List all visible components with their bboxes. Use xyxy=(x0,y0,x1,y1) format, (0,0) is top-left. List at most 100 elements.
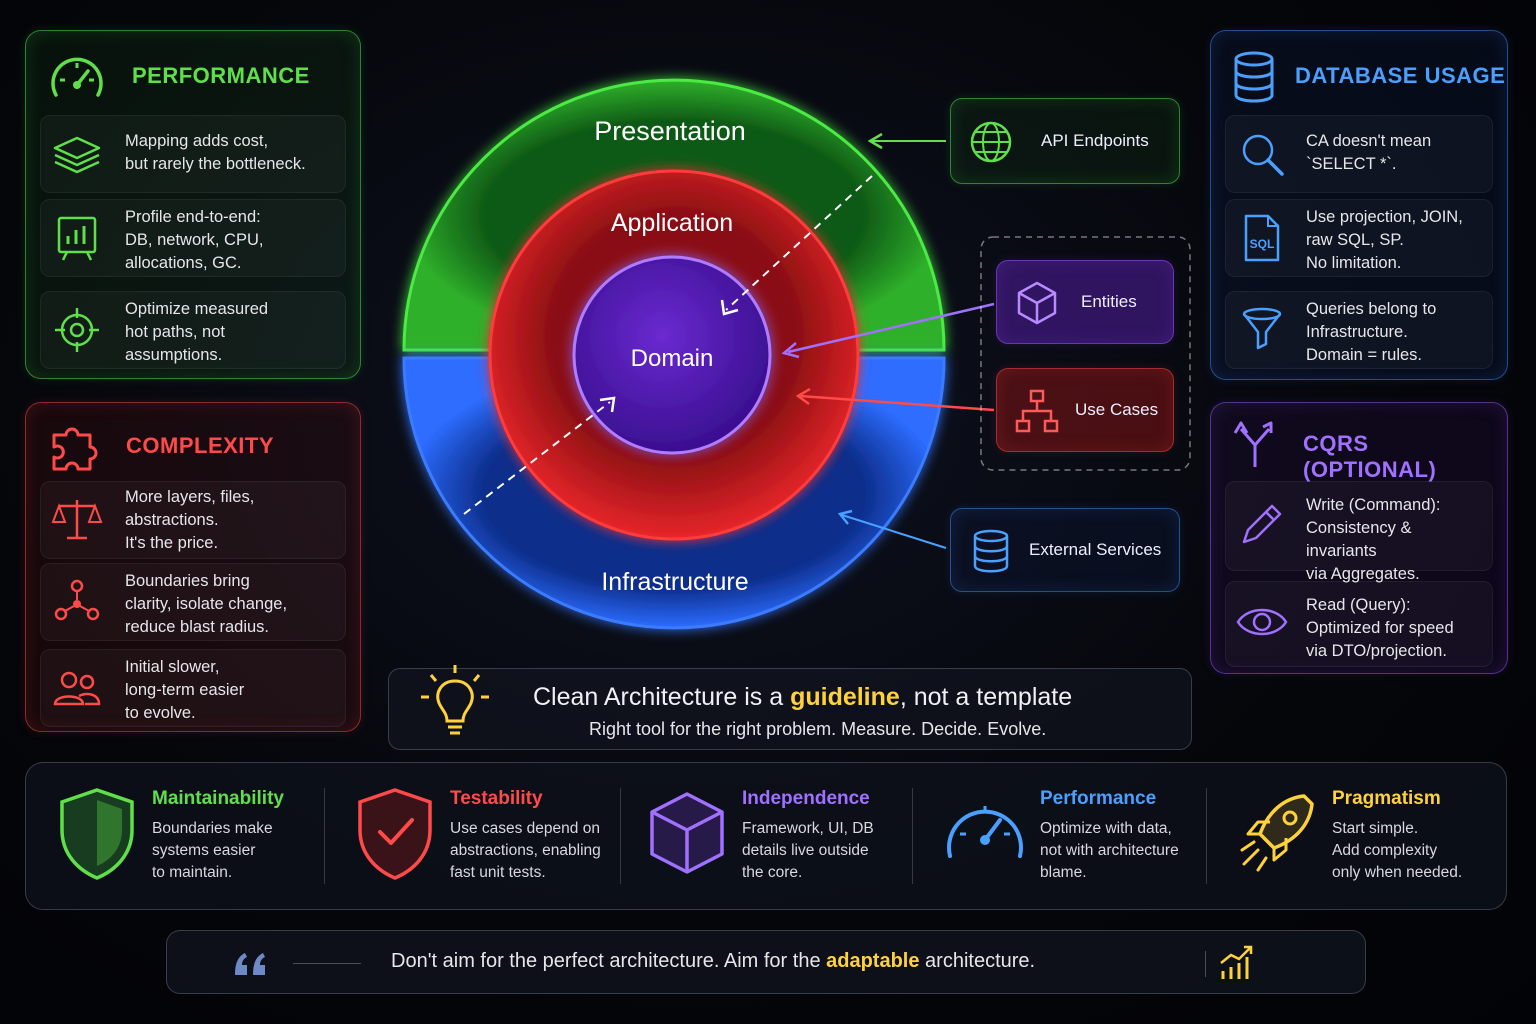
dependency-line-top xyxy=(725,175,873,311)
performance-item-text: Mapping adds cost, but rarely the bottle… xyxy=(125,132,306,173)
api-endpoints-label: API Endpoints xyxy=(1041,131,1149,150)
benefit-title: Performance xyxy=(1040,788,1157,809)
speedometer-icon xyxy=(51,57,103,97)
pencil-icon xyxy=(1242,504,1282,544)
database-item-text: Use projection, JOIN, raw SQL, SP. No li… xyxy=(1306,208,1463,272)
quote-divider-left xyxy=(293,963,361,964)
cube-icon xyxy=(650,792,724,874)
cube-icon xyxy=(1017,281,1057,325)
dependency-arrow-top xyxy=(720,299,739,316)
shield-icon xyxy=(60,788,134,880)
api-endpoints-node: API Endpoints xyxy=(950,98,1180,184)
database-item-text: Queries belong to Infrastructure. Domain… xyxy=(1306,300,1437,364)
domain-core xyxy=(572,255,772,455)
database-panel: DATABASE USAGE CA doesn't mean `SELECT *… xyxy=(1210,30,1508,380)
performance-panel: PERFORMANCE Mapping adds cost, but rarel… xyxy=(25,30,361,379)
external-services-node: External Services xyxy=(950,508,1180,592)
scales-icon xyxy=(51,500,103,540)
sql-file-icon: SQL xyxy=(1244,214,1280,262)
globe-icon xyxy=(970,121,1012,163)
network-icon xyxy=(54,579,100,621)
layers-icon xyxy=(53,136,101,174)
entities-arrowhead xyxy=(781,342,800,359)
database-stack-icon xyxy=(973,529,1009,573)
complexity-panel: COMPLEXITY More layers, files, abstracti… xyxy=(25,402,361,732)
benefit-text: Boundaries make systems easier to mainta… xyxy=(152,820,273,881)
benefit-divider xyxy=(1206,788,1207,884)
database-icon xyxy=(1234,51,1274,103)
guideline-suffix: , not a template xyxy=(899,683,1073,711)
performance-item: Profile end-to-end: DB, network, CPU, al… xyxy=(40,199,346,277)
benefit-title: Maintainability xyxy=(152,788,284,809)
svg-text:SQL: SQL xyxy=(1250,237,1275,251)
quote-prefix: Don't aim for the perfect architecture. … xyxy=(391,950,827,972)
performance-item-text: Optimize measured hot paths, not assumpt… xyxy=(125,300,269,364)
api-arrowhead xyxy=(867,132,883,150)
benefit-divider xyxy=(912,788,913,884)
complexity-item: Initial slower, long-term easier to evol… xyxy=(40,649,346,727)
split-arrows-icon xyxy=(1233,421,1273,467)
use-cases-arrow xyxy=(799,394,995,412)
complexity-title: COMPLEXITY xyxy=(126,433,275,458)
dependency-arrow-bottom xyxy=(599,396,616,413)
presentation-label: Presentation xyxy=(594,116,746,146)
benefit-performance: Performance Optimize with data, not with… xyxy=(940,784,1220,894)
dependency-line-bottom xyxy=(463,401,611,515)
benefit-testability: Testability Use cases depend on abstract… xyxy=(350,784,630,894)
entities-label: Entities xyxy=(1081,292,1137,311)
cqrs-item: Read (Query): Optimized for speed via DT… xyxy=(1225,581,1493,667)
gauge-icon xyxy=(947,806,1023,858)
complexity-item-text: Initial slower, long-term easier to evol… xyxy=(125,658,245,722)
puzzle-icon xyxy=(52,427,98,471)
entities-node: Entities xyxy=(996,260,1174,344)
guideline-subtitle: Right tool for the right problem. Measur… xyxy=(589,719,1047,739)
quote-highlight: adaptable xyxy=(826,950,920,972)
quote-icon xyxy=(235,953,265,975)
use-cases-node: Use Cases xyxy=(996,368,1174,452)
shield-check-icon xyxy=(358,788,432,880)
performance-item: Mapping adds cost, but rarely the bottle… xyxy=(40,115,346,193)
cqrs-item: Write (Command): Consistency & invariant… xyxy=(1225,481,1493,583)
benefit-text: Use cases depend on abstractions, enabli… xyxy=(450,820,601,881)
quote-bar: Don't aim for the perfect architecture. … xyxy=(166,930,1366,994)
rocket-icon xyxy=(1240,794,1314,872)
database-item: Queries belong to Infrastructure. Domain… xyxy=(1225,291,1493,369)
benefit-independence: Independence Framework, UI, DB details l… xyxy=(642,784,922,894)
benefit-divider xyxy=(620,788,621,884)
funnel-icon xyxy=(1242,307,1282,350)
entities-arrow xyxy=(787,302,995,354)
external-arrowhead xyxy=(837,509,853,525)
database-title: DATABASE USAGE xyxy=(1295,63,1506,88)
lightbulb-icon xyxy=(421,665,489,735)
use-cases-label: Use Cases xyxy=(1075,400,1159,419)
cqrs-item-text: Write (Command): Consistency & invariant… xyxy=(1306,496,1441,583)
benefit-title: Independence xyxy=(742,788,870,809)
domain-label: Domain xyxy=(630,345,714,372)
use-cases-arrowhead xyxy=(795,387,811,406)
benefit-text: Optimize with data, not with architectur… xyxy=(1040,820,1179,881)
benefit-title: Pragmatism xyxy=(1332,788,1441,809)
growth-chart-icon xyxy=(1220,945,1253,979)
benefit-divider xyxy=(324,788,325,884)
benefit-title: Testability xyxy=(450,788,543,809)
cqrs-title: CQRS (OPTIONAL) xyxy=(1303,431,1437,482)
complexity-item-text: Boundaries bring clarity, isolate change… xyxy=(125,572,288,636)
complexity-item: Boundaries bring clarity, isolate change… xyxy=(40,563,346,641)
complexity-item: More layers, files, abstractions. It's t… xyxy=(40,481,346,559)
chart-board-icon xyxy=(57,216,97,261)
complexity-item-text: More layers, files, abstractions. It's t… xyxy=(125,488,255,552)
magnifier-icon xyxy=(1242,134,1284,176)
database-item-text: CA doesn't mean `SELECT *`. xyxy=(1306,132,1432,173)
guideline-highlight: guideline xyxy=(790,683,900,711)
infrastructure-label: Infrastructure xyxy=(601,568,749,596)
eye-icon xyxy=(1236,608,1288,636)
team-icon xyxy=(53,671,101,706)
performance-item-text: Profile end-to-end: DB, network, CPU, al… xyxy=(125,208,264,272)
guideline-heading: Clean Architecture is a guideline, not a… xyxy=(533,683,1072,712)
cqrs-panel: CQRS (OPTIONAL) Write (Command): Consist… xyxy=(1210,402,1508,674)
quote-text: Don't aim for the perfect architecture. … xyxy=(391,950,1035,973)
hierarchy-icon xyxy=(1015,389,1059,433)
database-item: CA doesn't mean `SELECT *`. xyxy=(1225,115,1493,193)
quote-suffix: architecture. xyxy=(919,950,1036,972)
